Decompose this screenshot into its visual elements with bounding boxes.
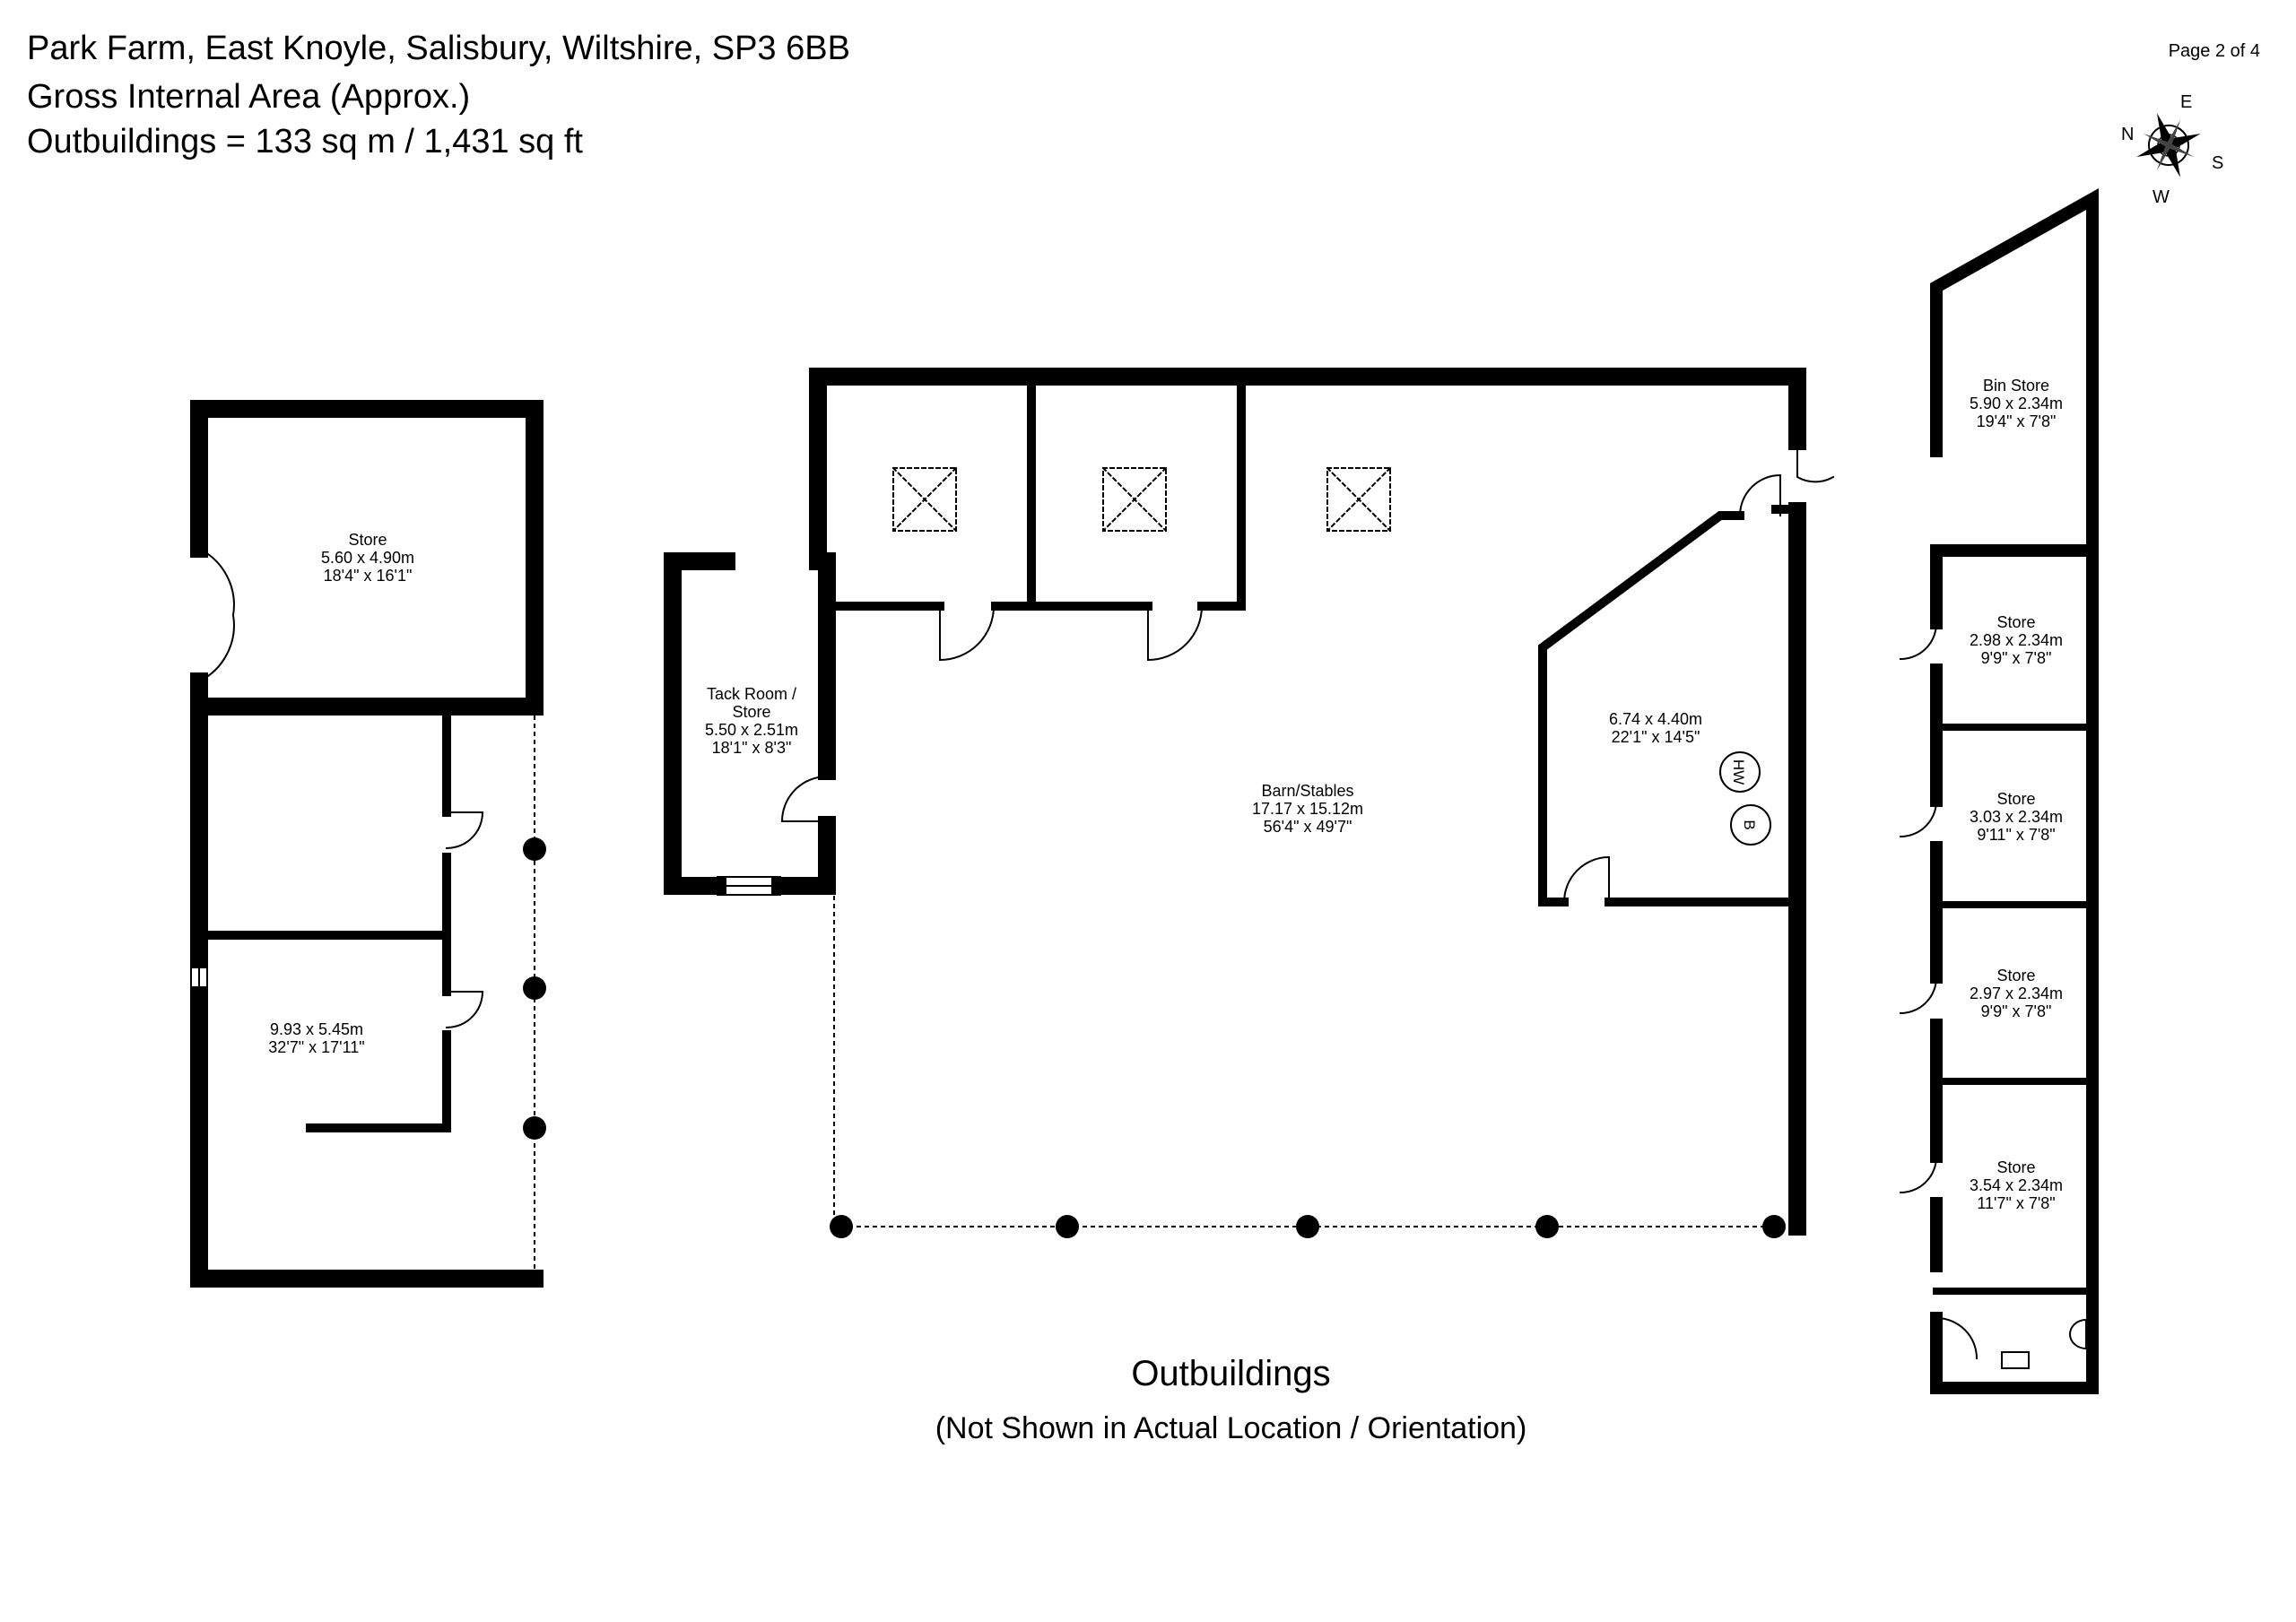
left-lower-walls <box>190 698 544 1288</box>
tack-imperial: 18'1" x 8'3" <box>712 739 792 757</box>
plant-door <box>1562 855 1610 904</box>
compass-east: E <box>2180 92 2192 112</box>
left-window-frame <box>190 958 208 996</box>
store-4-name: Store <box>1996 1158 2035 1176</box>
boiler-label: B <box>1741 820 1758 829</box>
page-number: Page 2 of 4 <box>2168 41 2260 61</box>
store-1-metric: 2.98 x 2.34m <box>1970 631 2063 649</box>
store-left-metric: 5.60 x 4.90m <box>321 549 414 567</box>
plant-inner-door <box>1738 473 1781 517</box>
compass-south: S <box>2212 153 2223 173</box>
barn-metric: 17.17 x 15.12m <box>1252 800 1363 818</box>
plant-room-walls <box>1538 505 1798 906</box>
stable-doors <box>939 604 1204 662</box>
store-3-metric: 2.97 x 2.34m <box>1970 984 2063 1002</box>
left-inner-doors <box>445 811 484 1029</box>
store-2-metric: 3.03 x 2.34m <box>1970 808 2063 826</box>
store-left-name: Store <box>348 531 387 549</box>
left-lower-metric: 9.93 x 5.45m <box>270 1020 363 1038</box>
store-2-name: Store <box>1996 790 2035 808</box>
tack-name-line1: Tack Room / <box>707 685 796 703</box>
left-store-double-door <box>197 547 235 683</box>
right-partitions <box>1933 724 2096 1295</box>
plant-metric: 6.74 x 4.40m <box>1609 710 1702 728</box>
store-1-name: Store <box>1996 613 2035 631</box>
bin-store-imperial: 19'4" x 7'8" <box>1977 412 2057 430</box>
store-1-imperial: 9'9" x 7'8" <box>1981 649 2052 667</box>
store-3-imperial: 9'9" x 7'8" <box>1981 1002 2052 1020</box>
area-summary: Outbuildings = 133 sq m / 1,431 sq ft <box>27 123 583 160</box>
basin-icon <box>2001 1351 2030 1369</box>
compass-rose-icon <box>2136 113 2201 178</box>
bin-store-name: Bin Store <box>1983 377 2049 395</box>
skylights <box>891 466 1392 533</box>
store-3-name: Store <box>1996 967 2035 984</box>
boiler-icon <box>1730 804 1771 846</box>
left-lower-imperial: 32'7" x 17'11" <box>268 1038 364 1056</box>
compass-west: W <box>2152 187 2170 207</box>
stable-partitions <box>822 377 1246 611</box>
tack-name-line2: Store <box>732 703 770 721</box>
tack-metric: 5.50 x 2.51m <box>705 721 798 739</box>
gia-label: Gross Internal Area (Approx.) <box>27 78 471 116</box>
store-4-metric: 3.54 x 2.34m <box>1970 1176 2063 1194</box>
left-posts <box>523 837 546 1140</box>
caption-title: Outbuildings <box>1131 1354 1331 1393</box>
barn-imperial: 56'4" x 49'7" <box>1264 818 1352 836</box>
property-address: Park Farm, East Knoyle, Salisbury, Wilts… <box>27 30 850 67</box>
store-left-imperial: 18'4" x 16'1" <box>324 567 413 585</box>
compass-north: N <box>2121 125 2134 144</box>
barn-walls <box>809 368 1806 1236</box>
caption-subtitle: (Not Shown in Actual Location / Orientat… <box>935 1411 1527 1445</box>
tack-room-walls <box>664 552 836 895</box>
toilet-icon <box>2069 1318 2087 1350</box>
barn-posts <box>830 1215 1786 1238</box>
right-store-doors <box>1899 621 1979 1360</box>
wc-fixtures <box>2001 1318 2087 1369</box>
plant-imperial: 22'1" x 14'5" <box>1612 728 1700 746</box>
left-inner-walls <box>202 706 451 1132</box>
bin-store-metric: 5.90 x 2.34m <box>1970 395 2063 412</box>
plant-fixtures <box>1719 751 1771 846</box>
right-building-walls <box>1930 188 2099 1394</box>
barn-name: Barn/Stables <box>1261 782 1353 800</box>
tack-door <box>780 775 829 822</box>
store-4-imperial: 11'7" x 7'8" <box>1977 1194 2055 1212</box>
hw-label: HW <box>1730 759 1747 785</box>
store-2-imperial: 9'11" x 7'8" <box>1977 826 2055 844</box>
hot-water-cylinder-icon <box>1719 751 1761 793</box>
barn-exterior-door <box>1796 440 1835 483</box>
